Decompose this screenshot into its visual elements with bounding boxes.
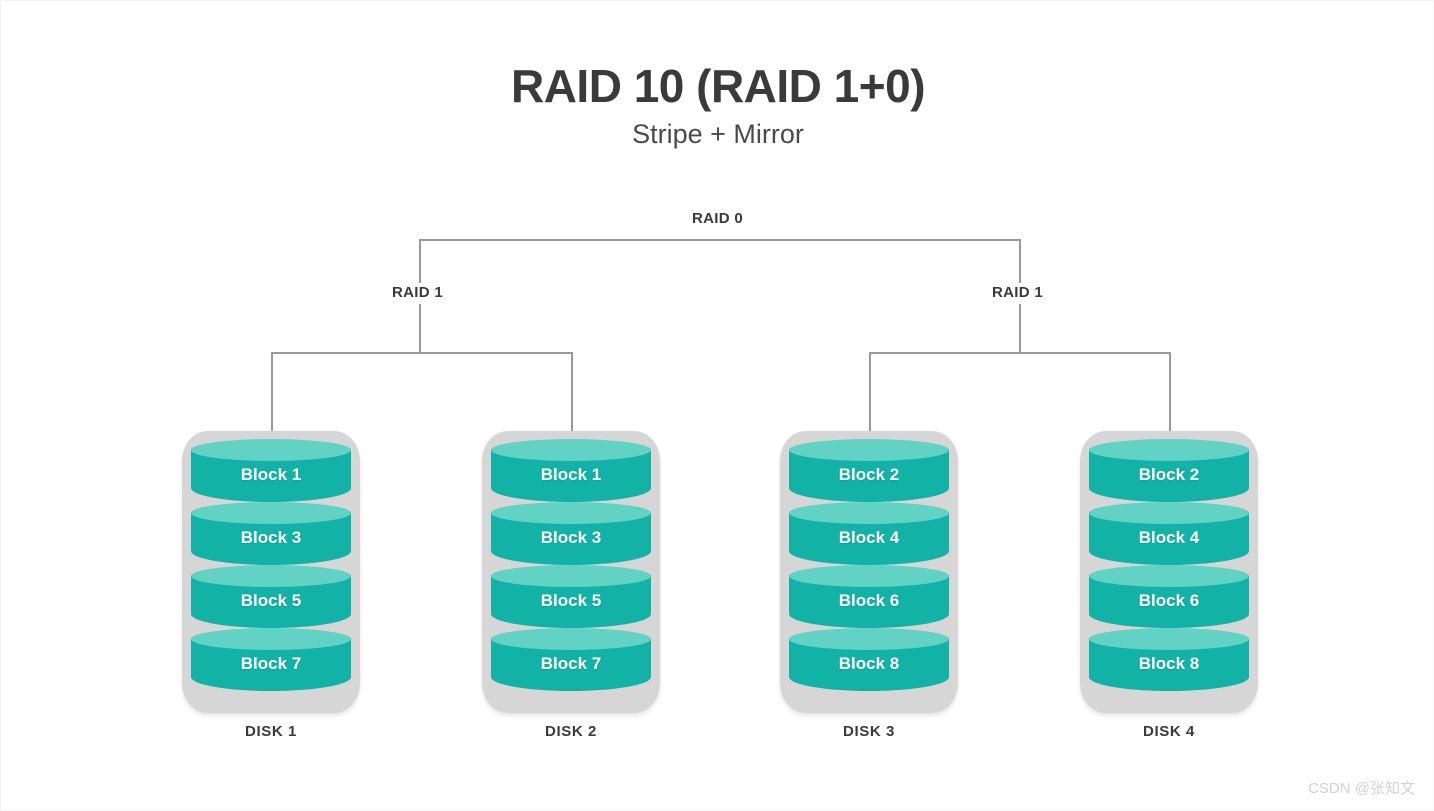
raid1-right-horizontal-connector bbox=[869, 352, 1169, 354]
platter-top-disc bbox=[789, 502, 949, 524]
block-label: Block 5 bbox=[540, 591, 602, 610]
platter[interactable]: Block 1 bbox=[191, 439, 351, 502]
platter[interactable]: Block 2 bbox=[1089, 439, 1249, 502]
raid0-right-stem-lower bbox=[1019, 304, 1021, 352]
block-label: Block 1 bbox=[240, 465, 302, 484]
disk-label: DISK 3 bbox=[843, 723, 895, 740]
platter-top-disc bbox=[1089, 565, 1249, 587]
raid1-right-label: RAID 1 bbox=[987, 284, 1048, 301]
disk-stack-4[interactable]: Block 2 Block 4 Block 6 Block 8 bbox=[1080, 431, 1258, 740]
platter[interactable]: Block 4 bbox=[1089, 502, 1249, 565]
connector-to-disk-4 bbox=[1169, 352, 1171, 464]
disk-shell: Block 1 Block 3 Block 5 Block 7 bbox=[482, 431, 660, 713]
platter[interactable]: Block 1 bbox=[491, 439, 651, 502]
platter-top-disc bbox=[491, 502, 651, 524]
block-label: Block 7 bbox=[240, 654, 302, 673]
platter-top-disc bbox=[491, 565, 651, 587]
block-label: Block 6 bbox=[1138, 591, 1200, 610]
platter-top-disc bbox=[191, 439, 351, 461]
platter[interactable]: Block 5 bbox=[191, 565, 351, 628]
platter[interactable]: Block 6 bbox=[1089, 565, 1249, 628]
disk-shell: Block 1 Block 3 Block 5 Block 7 bbox=[182, 431, 360, 713]
block-label: Block 3 bbox=[240, 528, 302, 547]
platter-top-disc bbox=[1089, 628, 1249, 650]
raid0-label: RAID 0 bbox=[687, 210, 748, 227]
platter-top-disc bbox=[789, 439, 949, 461]
block-label: Block 2 bbox=[1138, 465, 1200, 484]
platter[interactable]: Block 8 bbox=[1089, 628, 1249, 691]
block-label: Block 7 bbox=[540, 654, 602, 673]
platter-list: Block 1 Block 3 Block 5 Block 7 bbox=[491, 439, 651, 705]
block-label: Block 4 bbox=[1138, 528, 1200, 547]
disk-stack-3[interactable]: Block 2 Block 4 Block 6 Block 8 bbox=[780, 431, 958, 740]
platter-top-disc bbox=[789, 628, 949, 650]
disk-shell: Block 2 Block 4 Block 6 Block 8 bbox=[780, 431, 958, 713]
platter[interactable]: Block 2 bbox=[789, 439, 949, 502]
raid0-horizontal-connector bbox=[419, 239, 1019, 241]
block-label: Block 1 bbox=[540, 465, 602, 484]
platter-list: Block 2 Block 4 Block 6 Block 8 bbox=[789, 439, 949, 705]
platter-top-disc bbox=[191, 502, 351, 524]
platter-top-disc bbox=[1089, 502, 1249, 524]
platter[interactable]: Block 7 bbox=[191, 628, 351, 691]
block-label: Block 2 bbox=[838, 465, 900, 484]
platter-top-disc bbox=[191, 565, 351, 587]
platter[interactable]: Block 7 bbox=[491, 628, 651, 691]
platter[interactable]: Block 3 bbox=[491, 502, 651, 565]
block-label: Block 3 bbox=[540, 528, 602, 547]
platter-top-disc bbox=[191, 628, 351, 650]
disk-label: DISK 1 bbox=[245, 723, 297, 740]
platter[interactable]: Block 4 bbox=[789, 502, 949, 565]
platter-top-disc bbox=[789, 565, 949, 587]
platter-top-disc bbox=[1089, 439, 1249, 461]
platter[interactable]: Block 6 bbox=[789, 565, 949, 628]
block-label: Block 4 bbox=[838, 528, 900, 547]
page-subtitle: Stripe + Mirror bbox=[632, 119, 804, 149]
platter[interactable]: Block 8 bbox=[789, 628, 949, 691]
block-label: Block 8 bbox=[1138, 654, 1200, 673]
platter-list: Block 1 Block 3 Block 5 Block 7 bbox=[191, 439, 351, 705]
connector-to-disk-3 bbox=[869, 352, 871, 464]
raid0-left-stem bbox=[419, 239, 421, 283]
raid1-left-label: RAID 1 bbox=[387, 284, 448, 301]
platter-top-disc bbox=[491, 439, 651, 461]
platter-list: Block 2 Block 4 Block 6 Block 8 bbox=[1089, 439, 1249, 705]
disk-shell: Block 2 Block 4 Block 6 Block 8 bbox=[1080, 431, 1258, 713]
block-label: Block 6 bbox=[838, 591, 900, 610]
block-label: Block 5 bbox=[240, 591, 302, 610]
raid0-left-stem-lower bbox=[419, 304, 421, 352]
platter-top-disc bbox=[491, 628, 651, 650]
raid1-left-horizontal-connector bbox=[271, 352, 571, 354]
raid0-right-stem bbox=[1019, 239, 1021, 283]
connector-to-disk-2 bbox=[571, 352, 573, 464]
disk-stack-2[interactable]: Block 1 Block 3 Block 5 Block 7 bbox=[482, 431, 660, 740]
platter[interactable]: Block 5 bbox=[491, 565, 651, 628]
block-label: Block 8 bbox=[838, 654, 900, 673]
page-title: RAID 10 (RAID 1+0) bbox=[510, 60, 926, 112]
disk-label: DISK 2 bbox=[545, 723, 597, 740]
watermark: CSDN @张知文 bbox=[1308, 780, 1415, 797]
disk-label: DISK 4 bbox=[1143, 723, 1195, 740]
disk-stack-1[interactable]: Block 1 Block 3 Block 5 Block 7 bbox=[182, 431, 360, 740]
connector-to-disk-1 bbox=[271, 352, 273, 464]
platter[interactable]: Block 3 bbox=[191, 502, 351, 565]
